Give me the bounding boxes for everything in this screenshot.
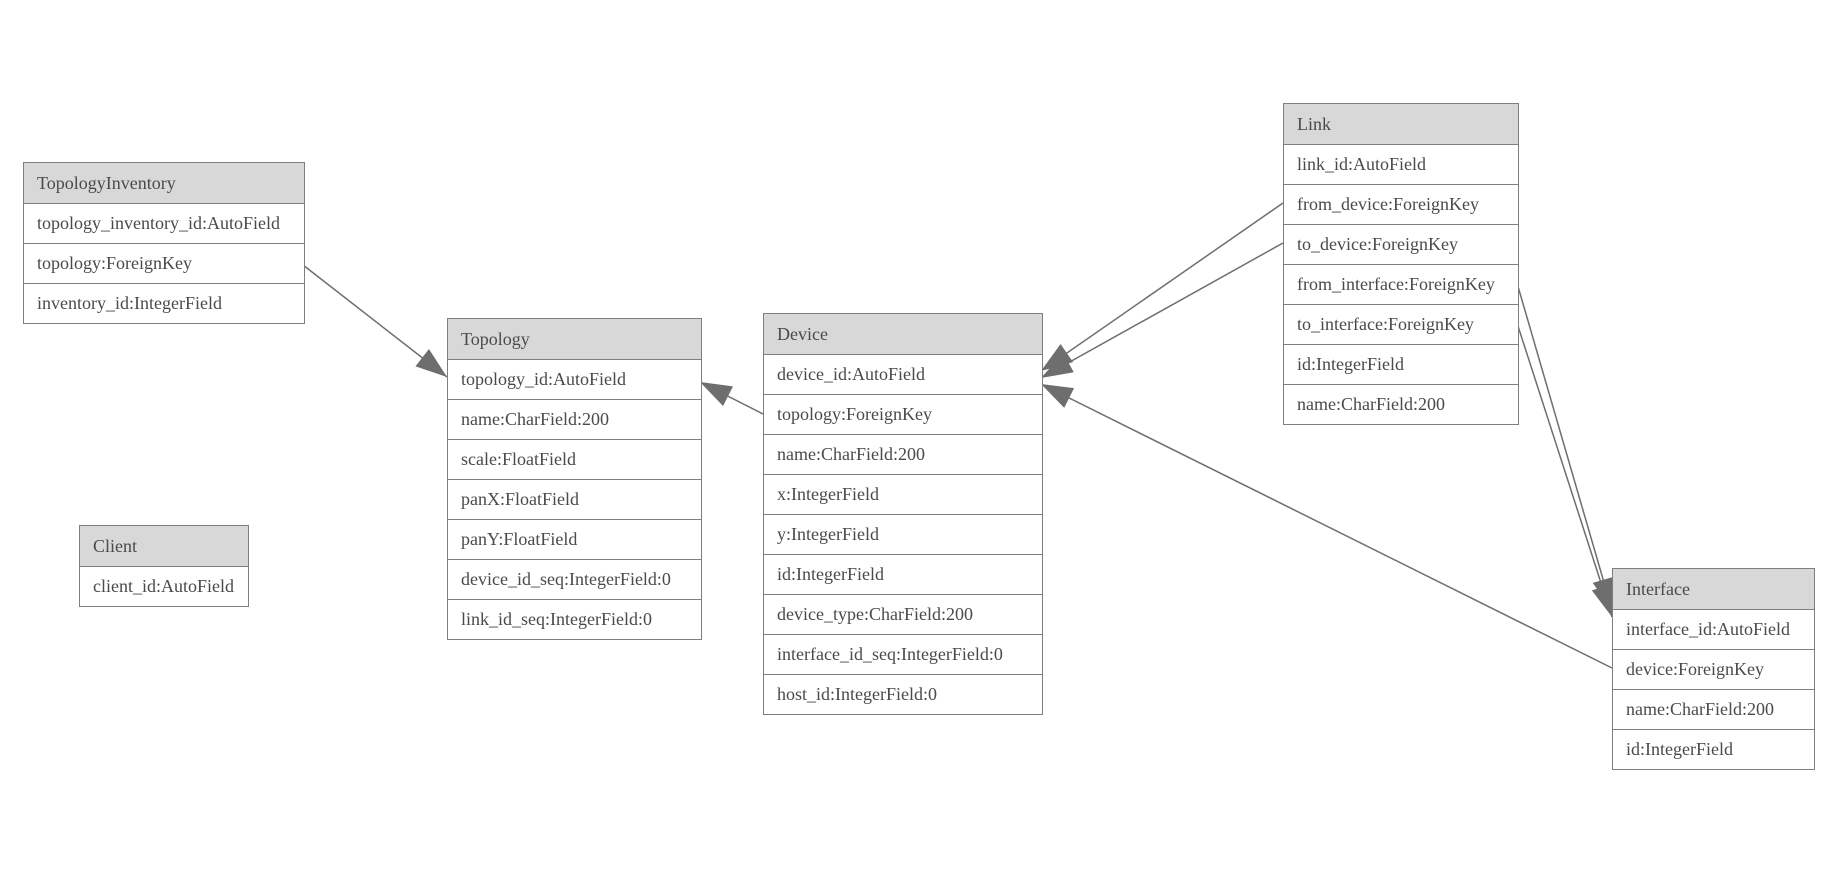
field-row: topology_id:AutoField (448, 359, 701, 399)
field-row: device_type:CharField:200 (764, 594, 1042, 634)
field-row: id:IntegerField (764, 554, 1042, 594)
field-row: x:IntegerField (764, 474, 1042, 514)
field-row: device_id_seq:IntegerField:0 (448, 559, 701, 599)
entity-link: Link link_id:AutoField from_device:Forei… (1283, 103, 1519, 425)
edge-topologyinventory-topology (302, 264, 448, 378)
entity-interface: Interface interface_id:AutoField device:… (1612, 568, 1815, 770)
entity-title: TopologyInventory (24, 163, 304, 203)
edge-link-from-interface (1516, 282, 1614, 611)
entity-title: Device (764, 314, 1042, 354)
edge-link-to-interface (1516, 322, 1613, 618)
field-row: id:IntegerField (1284, 344, 1518, 384)
field-row: name:CharField:200 (448, 399, 701, 439)
entity-title: Client (80, 526, 248, 566)
field-row: from_device:ForeignKey (1284, 184, 1518, 224)
field-row: y:IntegerField (764, 514, 1042, 554)
entity-title: Interface (1613, 569, 1814, 609)
field-row: host_id:IntegerField:0 (764, 674, 1042, 714)
field-row: from_interface:ForeignKey (1284, 264, 1518, 304)
field-row: panY:FloatField (448, 519, 701, 559)
entity-client: Client client_id:AutoField (79, 525, 249, 607)
field-row: scale:FloatField (448, 439, 701, 479)
edge-interface-device (1040, 383, 1613, 669)
field-row: interface_id_seq:IntegerField:0 (764, 634, 1042, 674)
field-row: link_id:AutoField (1284, 144, 1518, 184)
field-row: client_id:AutoField (80, 566, 248, 606)
field-row: device_id:AutoField (764, 354, 1042, 394)
field-row: link_id_seq:IntegerField:0 (448, 599, 701, 639)
field-row: to_interface:ForeignKey (1284, 304, 1518, 344)
field-row: device:ForeignKey (1613, 649, 1814, 689)
field-row: id:IntegerField (1613, 729, 1814, 769)
field-row: name:CharField:200 (764, 434, 1042, 474)
entity-topology: Topology topology_id:AutoField name:Char… (447, 318, 702, 640)
entity-device: Device device_id:AutoField topology:Fore… (763, 313, 1043, 715)
field-row: inventory_id:IntegerField (24, 283, 304, 323)
field-row: interface_id:AutoField (1613, 609, 1814, 649)
entity-title: Link (1284, 104, 1518, 144)
field-row: name:CharField:200 (1613, 689, 1814, 729)
entity-topologyinventory: TopologyInventory topology_inventory_id:… (23, 162, 305, 324)
field-row: name:CharField:200 (1284, 384, 1518, 424)
field-row: topology:ForeignKey (764, 394, 1042, 434)
edge-link-from-device (1040, 202, 1284, 372)
field-row: topology:ForeignKey (24, 243, 304, 283)
field-row: to_device:ForeignKey (1284, 224, 1518, 264)
edge-link-to-device (1040, 242, 1284, 379)
field-row: panX:FloatField (448, 479, 701, 519)
entity-title: Topology (448, 319, 701, 359)
field-row: topology_inventory_id:AutoField (24, 203, 304, 243)
edge-device-topology (699, 381, 764, 415)
